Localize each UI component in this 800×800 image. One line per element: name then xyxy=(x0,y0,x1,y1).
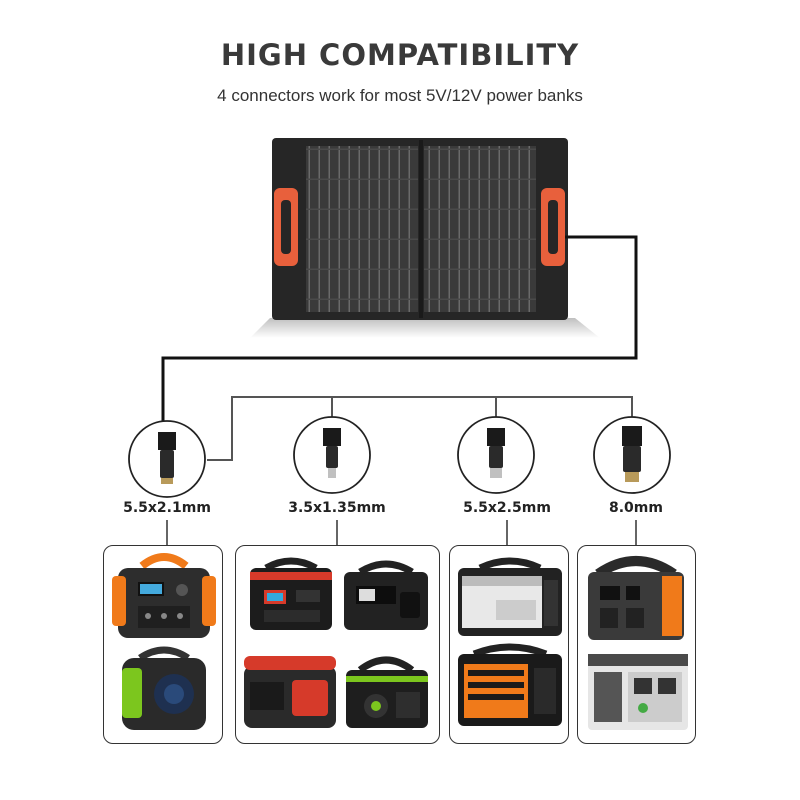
power-station-icon xyxy=(112,553,216,730)
connector-circle-2 xyxy=(293,416,371,494)
connector-label-1: 5.5x2.1mm xyxy=(123,500,211,516)
solar-panel-icon xyxy=(250,138,600,338)
page-title: HIGH COMPATIBILITY xyxy=(220,38,580,72)
right-handle-icon xyxy=(541,188,565,266)
dc-plug-icon xyxy=(487,428,505,478)
connector-circle-3 xyxy=(457,416,535,494)
dc-plug-icon xyxy=(158,432,176,484)
power-station-icon xyxy=(588,556,688,730)
connector-label-3: 5.5x2.5mm xyxy=(463,500,551,516)
main-cable xyxy=(161,235,638,438)
connector-circle-1 xyxy=(128,420,206,498)
compat-box-4 xyxy=(577,545,696,744)
compat-box-3 xyxy=(449,545,569,744)
compat-box-1 xyxy=(103,545,223,744)
compat-box-2 xyxy=(235,545,440,744)
connector-label-2: 3.5x1.35mm xyxy=(288,500,386,516)
connector-label-4: 8.0mm xyxy=(609,500,663,516)
power-station-icon xyxy=(244,557,428,728)
dc-plug-icon xyxy=(323,428,341,478)
connector-circle-4 xyxy=(593,416,671,494)
left-handle-icon xyxy=(274,188,298,266)
dc-plug-icon xyxy=(622,426,642,482)
splitter-lines xyxy=(207,396,633,461)
page-subtitle: 4 connectors work for most 5V/12V power … xyxy=(217,86,583,105)
power-station-icon xyxy=(458,557,562,726)
